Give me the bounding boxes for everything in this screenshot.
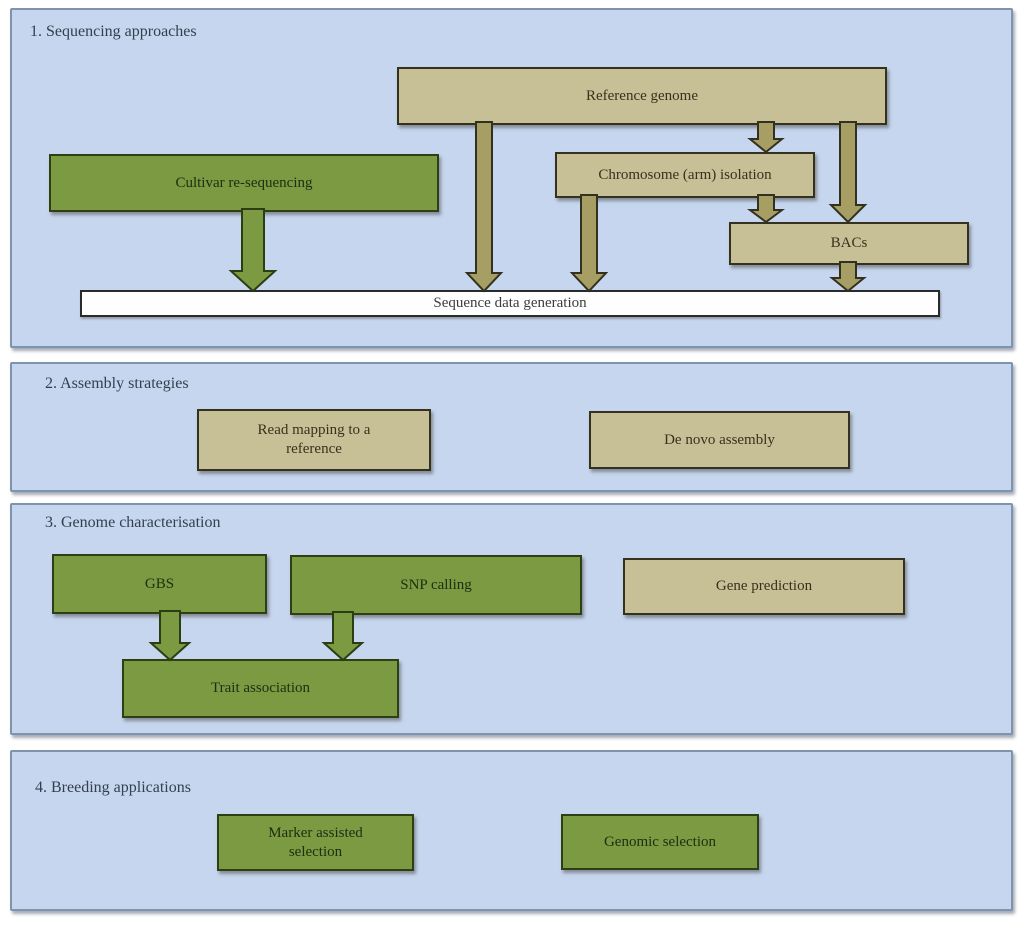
box-label-gene-prediction: Gene prediction [715,578,813,595]
box-label-de-novo-assembly: De novo assembly [664,431,775,448]
section-title-assembly-strategies: 2. Assembly strategies [45,375,189,392]
box-genomic-selection: Genomic selection [561,814,759,870]
box-label-snp-calling: SNP calling [400,576,472,593]
box-chromosome-arm-isolation: Chromosome (arm) isolation [555,152,815,198]
box-bacs: BACs [729,222,969,265]
panel-assembly-strategies: 2. Assembly strategies Read mapping to a… [10,362,1013,492]
box-snp-calling: SNP calling [290,555,582,615]
box-label-reference-genome: Reference genome [585,87,699,104]
box-reference-genome: Reference genome [397,67,887,125]
box-label-bacs: BACs [830,235,868,252]
box-label-chromosome-arm-isolation: Chromosome (arm) isolation [598,166,772,183]
box-label-trait-association: Trait association [210,680,311,697]
box-marker-assisted-selection: Marker assisted selection [217,814,414,871]
panel-breeding-applications: 4. Breeding applications Marker assisted… [10,750,1013,911]
box-label-cultivar-re-sequencing: Cultivar re-sequencing [175,174,313,191]
box-cultivar-re-sequencing: Cultivar re-sequencing [49,154,439,212]
box-gbs: GBS [52,554,267,614]
panel-sequencing-approaches: 1. Sequencing approaches Reference genom… [10,8,1013,348]
section-title-breeding-applications: 4. Breeding applications [35,779,191,796]
section-title-genome-characterisation: 3. Genome characterisation [45,514,221,531]
box-gene-prediction: Gene prediction [623,558,905,615]
section-title-sequencing-approaches: 1. Sequencing approaches [30,23,197,40]
box-label-gbs: GBS [144,575,175,592]
panel-genome-characterisation: 3. Genome characterisation GBS SNP calli… [10,503,1013,735]
box-de-novo-assembly: De novo assembly [589,411,850,469]
box-trait-association: Trait association [122,659,399,718]
box-label-sequence-data-generation: Sequence data generation [433,295,587,312]
box-label-genomic-selection: Genomic selection [603,833,717,850]
box-sequence-data-generation: Sequence data generation [80,290,940,317]
box-label-marker-assisted-selection: Marker assisted selection [268,824,363,860]
box-read-mapping-to-a-reference: Read mapping to a reference [197,409,431,471]
box-label-read-mapping-to-a-reference: Read mapping to a reference [257,422,371,457]
